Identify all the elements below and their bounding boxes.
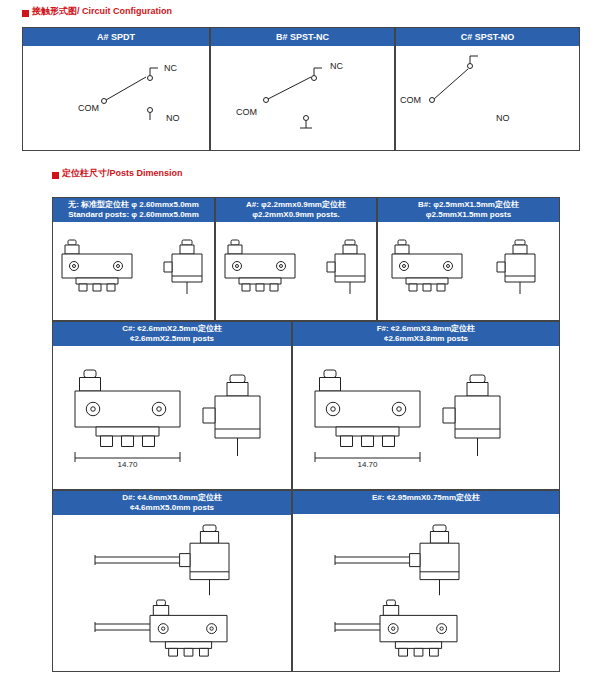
table-cell: A#: φ2.2mmx0.9mm定位柱φ2.2mmX0.9mm posts. bbox=[215, 197, 377, 321]
spst-no-symbol bbox=[430, 56, 479, 103]
table-cell: C#: ¢2.6mmX2.5mm定位柱¢2.6mmX2.5mm posts bbox=[52, 321, 292, 490]
table-cell: A# SPDT bbox=[22, 27, 210, 151]
post-spec: φ2.5mmX1.5mm posts bbox=[382, 210, 555, 220]
post-spec: φ2.2mmX0.9mm posts. bbox=[220, 210, 372, 220]
post-spec: B#: φ2.5mmX1.5mm定位柱 bbox=[382, 200, 555, 210]
table-cell: D#: ¢4.6mmX5.0mm定位柱¢4.6mmX5.0mm posts bbox=[52, 490, 292, 672]
heading-bullet bbox=[52, 172, 59, 179]
post-spec: ¢2.6mmX3.8mm posts bbox=[297, 334, 555, 344]
post-spec: D#: ¢4.6mmX5.0mm定位柱 bbox=[57, 493, 287, 503]
heading-bullet bbox=[22, 10, 29, 17]
terminal-label: COM bbox=[400, 96, 421, 106]
header-band: E#: ¢2.95mmX0.75mm定位柱 bbox=[293, 491, 559, 514]
header-band: A# SPDT bbox=[23, 28, 209, 46]
header-band: D#: ¢4.6mmX5.0mm定位柱¢4.6mmX5.0mm posts bbox=[53, 491, 291, 515]
terminal-label: NC bbox=[330, 62, 343, 72]
header-band: F#: ¢2.6mmX3.8mm定位柱¢2.6mmX3.8mm posts bbox=[293, 322, 559, 346]
post-spec: 无: 标准型定位柱 φ 2.60mmx5.0mm bbox=[57, 200, 210, 210]
post-spec: C#: ¢2.6mmX2.5mm定位柱 bbox=[57, 324, 287, 334]
terminal-label: NC bbox=[164, 64, 177, 74]
post-spec: Standard posts: φ 2.60mmx5.0mm bbox=[57, 210, 210, 220]
dimension-value: 14.70 bbox=[356, 461, 378, 470]
section-heading: 接触形式图/ Circuit Configuration bbox=[32, 7, 172, 17]
table-cell: F#: ¢2.6mmX3.8mm定位柱¢2.6mmX3.8mm posts bbox=[292, 321, 560, 490]
spst-nc-symbol bbox=[264, 68, 323, 128]
post-spec: ¢4.6mmX5.0mm posts bbox=[57, 503, 287, 513]
header-band: C#: ¢2.6mmX2.5mm定位柱¢2.6mmX2.5mm posts bbox=[53, 322, 291, 346]
column-header: C# SPST-NO bbox=[400, 30, 575, 44]
lead-wire bbox=[95, 555, 409, 632]
terminal-label: COM bbox=[78, 104, 99, 114]
header-band: B# SPST-NC bbox=[211, 28, 394, 46]
section-heading: 定位柱尺寸/Posts Dimension bbox=[62, 169, 183, 179]
table-cell: 无: 标准型定位柱 φ 2.60mmx5.0mmStandard posts: … bbox=[52, 197, 215, 321]
header-band: A#: φ2.2mmx0.9mm定位柱φ2.2mmX0.9mm posts. bbox=[216, 198, 376, 222]
post-spec: E#: ¢2.95mmX0.75mm定位柱 bbox=[297, 493, 555, 503]
post-spec: F#: ¢2.6mmX3.8mm定位柱 bbox=[297, 324, 555, 334]
terminal-label: NO bbox=[166, 114, 180, 124]
table-cell: E#: ¢2.95mmX0.75mm定位柱 bbox=[292, 490, 560, 672]
dimension-value: 14.70 bbox=[116, 461, 138, 470]
post-spec: ¢2.6mmX2.5mm posts bbox=[57, 334, 287, 344]
terminal-label: NO bbox=[496, 114, 510, 124]
column-header: A# SPDT bbox=[27, 30, 205, 44]
table-cell: C# SPST-NO bbox=[395, 27, 580, 151]
header-band: C# SPST-NO bbox=[396, 28, 579, 46]
switch-drawing bbox=[62, 240, 535, 656]
header-band: B#: φ2.5mmX1.5mm定位柱φ2.5mmX1.5mm posts bbox=[378, 198, 559, 222]
terminal-label: COM bbox=[236, 108, 257, 118]
header-band: 无: 标准型定位柱 φ 2.60mmx5.0mmStandard posts: … bbox=[53, 198, 214, 222]
table-cell: B#: φ2.5mmX1.5mm定位柱φ2.5mmX1.5mm posts bbox=[377, 197, 560, 321]
table-cell: B# SPST-NC bbox=[210, 27, 395, 151]
spdt-symbol bbox=[102, 68, 159, 120]
column-header: B# SPST-NC bbox=[215, 30, 390, 44]
post-spec: A#: φ2.2mmx0.9mm定位柱 bbox=[220, 200, 372, 210]
